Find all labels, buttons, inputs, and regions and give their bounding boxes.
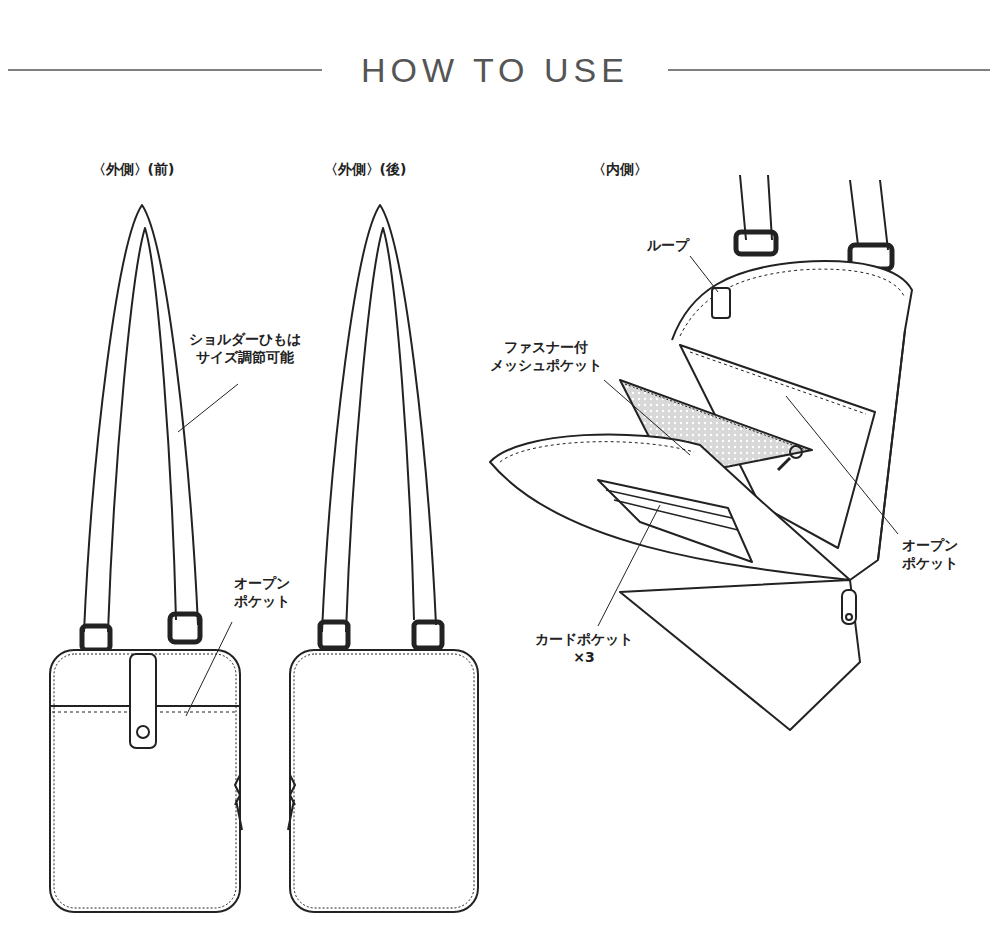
view-heading: 〈外側〉(前) <box>68 160 198 178</box>
part-label: オープン ポケット <box>895 536 965 572</box>
part-label: ループ <box>633 236 703 254</box>
part-label: オープン ポケット <box>227 574 297 610</box>
part-label: ショルダーひもは サイズ調節可能 <box>183 330 308 366</box>
view-heading: 〈内側〉 <box>570 160 670 178</box>
part-label: カードポケット ×3 <box>528 630 640 666</box>
page-title: HOW TO USE <box>361 51 629 90</box>
view-heading: 〈外側〉(後) <box>300 160 430 178</box>
part-label: ファスナー付 メッシュポケット <box>480 338 612 374</box>
